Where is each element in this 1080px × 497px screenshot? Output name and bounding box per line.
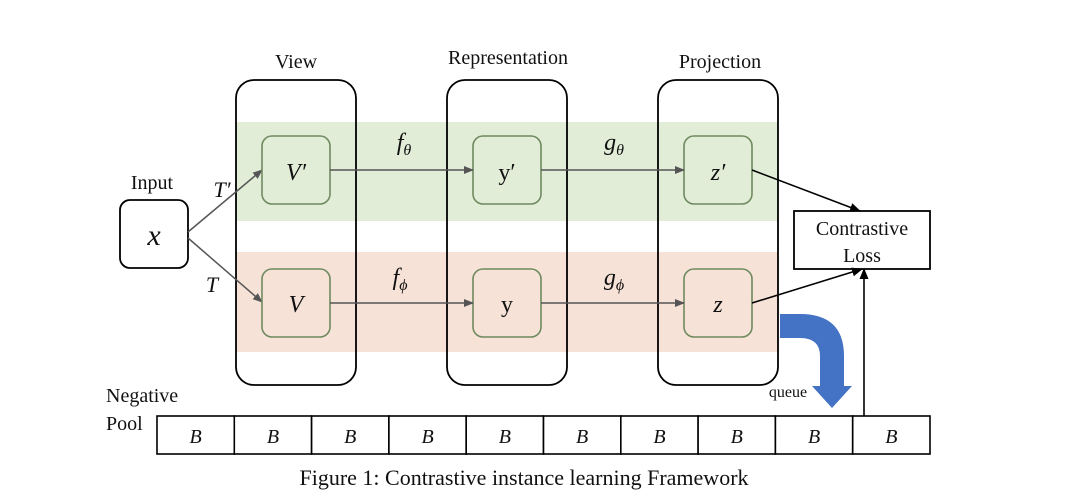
repr-node-bottom-label: y <box>501 292 513 318</box>
pool-cell-label: B <box>885 426 897 448</box>
view-column-box <box>235 79 357 386</box>
repr-node-top-label: y′ <box>498 160 515 186</box>
column-title-projection: Projection <box>679 51 761 73</box>
negative-pool-label-line1: Negative <box>106 385 178 407</box>
pool-cell-label: B <box>344 426 356 448</box>
proj-node-top-label: z′ <box>710 160 726 186</box>
input-label: Input <box>131 172 174 194</box>
transform-top-label: T′ <box>213 177 231 202</box>
negative-pool-label-line2: Pool <box>106 413 143 435</box>
pool-cell-label: B <box>731 426 743 448</box>
pool-cell-label: B <box>808 426 820 448</box>
transform-bottom-arrow <box>187 237 263 303</box>
pool-cell-label: B <box>653 426 665 448</box>
pool-cell-label: B <box>267 426 279 448</box>
view-node-top-label: V′ <box>286 160 307 186</box>
proj-node-bottom-label: z <box>712 292 723 318</box>
top-to-loss-arrow <box>751 169 861 212</box>
figure-caption: Figure 1: Contrastive instance learning … <box>299 465 748 490</box>
view-node-bottom-label: V <box>289 292 306 318</box>
projector-top-label: gθ <box>604 130 624 159</box>
pool-cell <box>233 415 313 455</box>
contrastive-loss-line2: Loss <box>843 245 881 267</box>
contrastive-loss-line1: Contrastive <box>816 218 908 240</box>
bottom-to-loss-arrow <box>751 267 863 304</box>
column-title-representation: Representation <box>448 47 568 69</box>
pool-cell-label: B <box>190 426 202 448</box>
queue-label: queue <box>769 384 807 401</box>
input-node-label: x <box>146 219 161 252</box>
queue-arrow <box>780 314 852 408</box>
pool-cell-label: B <box>499 426 511 448</box>
pool-cell <box>465 415 545 455</box>
transform-top-arrow <box>187 169 263 233</box>
pool-cell <box>774 415 854 455</box>
column-title-view: View <box>275 51 318 73</box>
pool-cell-label: B <box>576 426 588 448</box>
pool-cell <box>156 415 236 455</box>
pool-cell-label: B <box>421 426 433 448</box>
encoder-top-label: fθ <box>397 130 412 159</box>
input-node-box <box>119 199 189 269</box>
pool-cell <box>542 415 622 455</box>
encoder-bottom-label: fϕ <box>393 265 408 294</box>
projection-column-box <box>657 79 779 386</box>
pool-cell <box>851 415 931 455</box>
pool-cell <box>310 415 390 455</box>
representation-column-box <box>446 79 568 386</box>
projector-bottom-label: gϕ <box>604 265 624 294</box>
transform-bottom-label: T <box>206 272 220 297</box>
pool-cell <box>388 415 467 455</box>
